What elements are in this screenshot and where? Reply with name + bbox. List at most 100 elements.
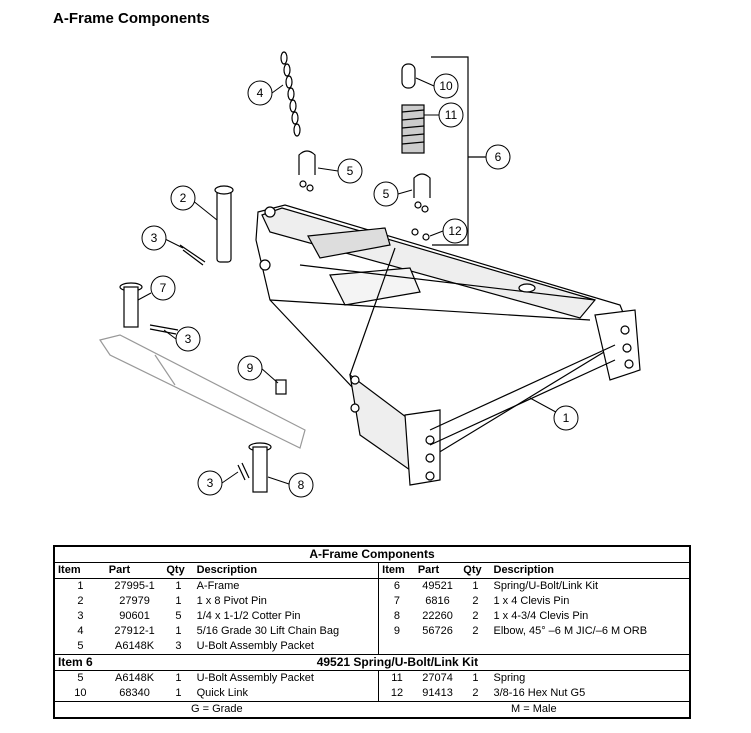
table-cell: 1 (175, 580, 182, 592)
column-header: Part (105, 562, 164, 579)
table-cell: 8 (378, 609, 415, 624)
callout-3: 3 (141, 225, 167, 251)
cotter-pin-part (237, 462, 250, 481)
callout-circle (373, 181, 399, 207)
callout-circle (337, 158, 363, 184)
table-cell: 6816 (425, 595, 450, 607)
cotter-pin-part (149, 324, 179, 335)
callout-number: 5 (347, 164, 354, 178)
table-cell: 4 (77, 625, 84, 637)
table-footnote-row: G = Grade M = Male (54, 701, 690, 718)
table-cell (415, 639, 460, 655)
table-cell: 2 (77, 595, 84, 607)
callout-number: 5 (383, 187, 390, 201)
table-cell: 9 (378, 624, 415, 639)
table-cell (460, 639, 490, 655)
lift-chain-part (280, 51, 301, 137)
callout-number: 2 (180, 191, 187, 205)
callout-circle (170, 185, 196, 211)
table-cell: 56726 (422, 625, 453, 637)
parts-table: A-Frame Components Item Part Qty Descrip… (53, 545, 691, 719)
table-cell: 68340 (119, 687, 150, 699)
kit-bracket (431, 56, 469, 246)
column-header: Part (414, 562, 461, 579)
callout-7: 7 (150, 275, 176, 301)
table-cell: 11 (378, 670, 415, 686)
table-cell: 5 (77, 640, 84, 652)
clevis-pin-part (119, 282, 143, 328)
callout-5: 5 (373, 181, 399, 207)
table-cell: A6148K (114, 640, 155, 652)
kit-title: 49521 Spring/U-Bolt/Link Kit (105, 654, 690, 671)
callout-circle (553, 405, 579, 431)
callout-number: 1 (563, 411, 570, 425)
table-cell: 3/8-16 Hex Nut G5 (493, 687, 586, 699)
table-cell: 1 (472, 672, 479, 684)
callout-3: 3 (197, 470, 223, 496)
callout-circle (442, 218, 468, 244)
column-header: Qty (163, 562, 194, 579)
pivot-pin-part (214, 185, 234, 263)
table-cell: 27912-1 (114, 625, 155, 637)
table-cell: 2 (472, 625, 479, 637)
column-header: Item (54, 562, 106, 579)
callout-circle (433, 73, 459, 99)
callout-2: 2 (170, 185, 196, 211)
footnote-grade: G = Grade (54, 701, 379, 718)
u-bolt-part (298, 150, 316, 175)
callout-circle (141, 225, 167, 251)
table-cell: 1 x 8 Pivot Pin (196, 595, 267, 607)
table-cell: 1 (175, 595, 182, 607)
table-cell: 27074 (422, 672, 453, 684)
table-cell: 2 (472, 687, 479, 699)
quick-link-part (401, 63, 416, 89)
table-cell: 2 (472, 610, 479, 622)
kit-label: Item 6 (54, 654, 106, 671)
table-cell: Elbow, 45° –6 M JIC/–6 M ORB (493, 625, 648, 637)
spring-part (401, 104, 425, 154)
callout-circle (247, 80, 273, 106)
callout-circle (150, 275, 176, 301)
footnote-male: M = Male (378, 701, 690, 718)
table-cell: 5/16 Grade 30 Lift Chain Bag (196, 625, 340, 637)
callout-4: 4 (247, 80, 273, 106)
column-header: Description (193, 562, 379, 579)
callout-circle (237, 355, 263, 381)
table-cell: 12 (378, 686, 415, 702)
callout-11: 11 (438, 102, 464, 128)
table-cell: 2 (472, 595, 479, 607)
callout-5: 5 (337, 158, 363, 184)
column-header: Item (378, 562, 415, 579)
a-frame-part (255, 204, 641, 486)
kit-header-row: Item 6 49521 Spring/U-Bolt/Link Kit (54, 654, 690, 671)
table-cell: 3 (175, 640, 182, 652)
callout-8: 8 (288, 472, 314, 498)
table-cell: 27995-1 (114, 580, 155, 592)
callout-12: 12 (442, 218, 468, 244)
table-cell: 1/4 x 1-1/2 Cotter Pin (196, 610, 301, 622)
clevis-pin-part (248, 442, 272, 493)
table-cell: Spring (493, 672, 526, 684)
table-cell (491, 639, 691, 655)
page-title: A-Frame Components (53, 10, 210, 27)
table-cell: A6148K (114, 672, 155, 684)
callout-number: 8 (298, 478, 305, 492)
callout-number: 3 (207, 476, 214, 490)
table-cell: Quick Link (196, 687, 248, 699)
callout-circle (438, 102, 464, 128)
callout-number: 3 (151, 231, 158, 245)
table-cell: 90601 (119, 610, 150, 622)
u-bolt-part (413, 173, 431, 198)
callout-number: 11 (445, 108, 458, 122)
elbow-fitting-part (275, 379, 287, 395)
table-cell: 7 (378, 594, 415, 609)
callout-circle (288, 472, 314, 498)
table-cell: 6 (378, 578, 415, 594)
callout-3: 3 (175, 326, 201, 352)
